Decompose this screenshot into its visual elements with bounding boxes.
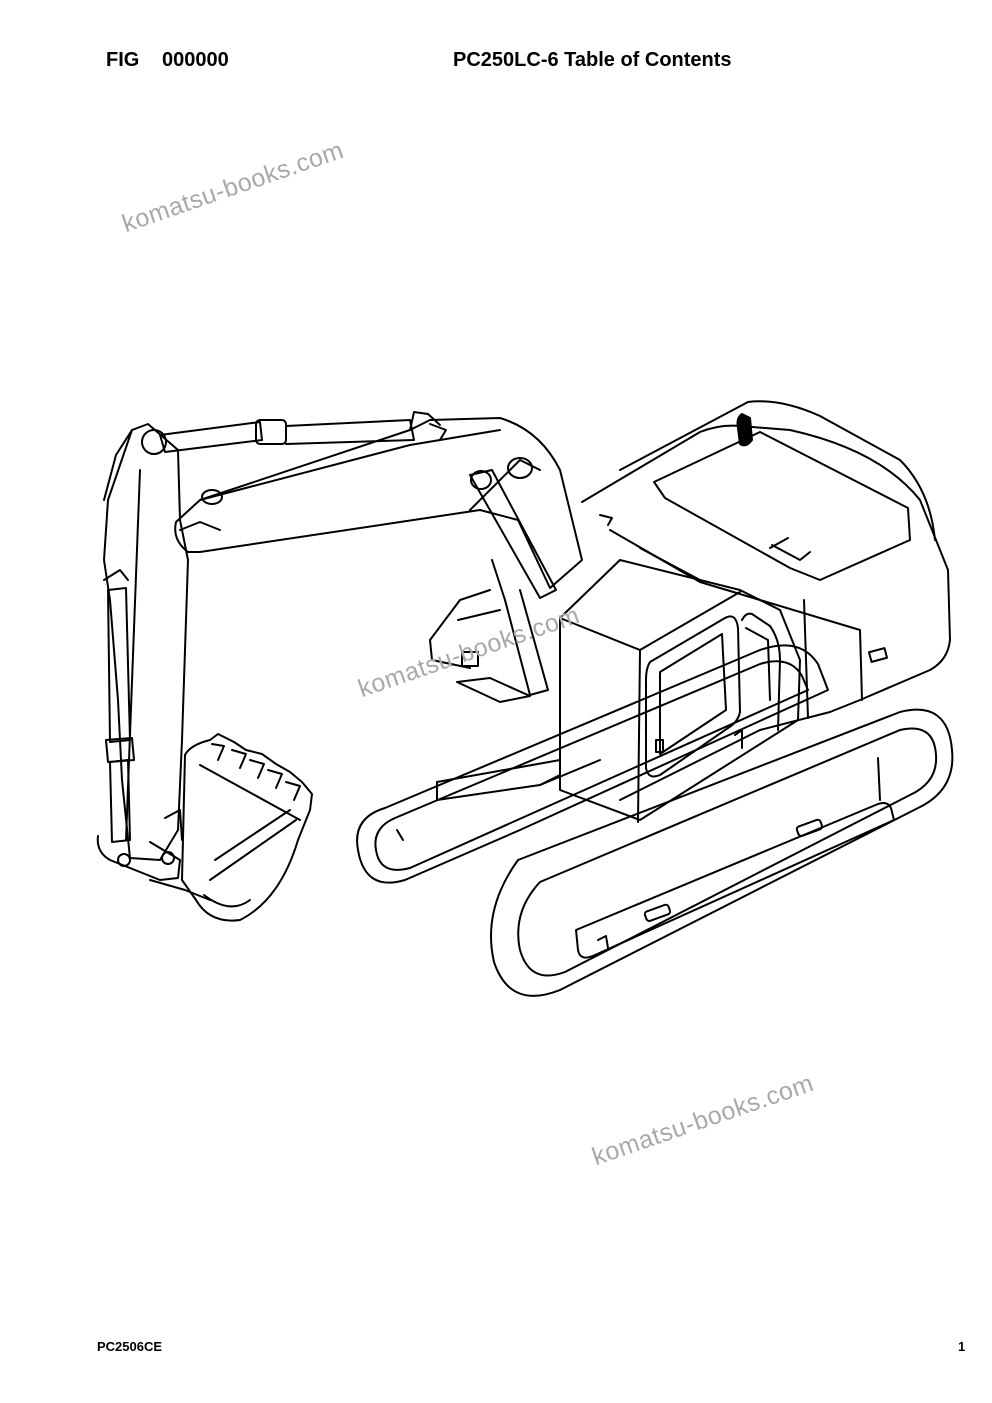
operator-cab	[560, 560, 800, 822]
track-frame	[437, 760, 600, 800]
right-track	[491, 710, 952, 996]
exhaust-stack	[738, 414, 753, 445]
bucket-cylinder	[106, 588, 134, 842]
arm-cylinder	[142, 420, 414, 454]
left-track	[357, 645, 828, 882]
page-title: PC250LC-6 Table of Contents	[453, 49, 732, 71]
fig-label: FIG	[106, 49, 140, 71]
footer-page-number: 1	[958, 1339, 966, 1354]
fig-number: 000000	[162, 49, 229, 71]
boom	[175, 412, 582, 588]
upper-structure	[582, 401, 950, 800]
bucket-linkage	[98, 810, 210, 900]
bucket	[182, 734, 312, 921]
step-plate	[457, 610, 530, 702]
footer-doc-code: PC2506CE	[97, 1339, 163, 1354]
arm	[104, 424, 188, 860]
